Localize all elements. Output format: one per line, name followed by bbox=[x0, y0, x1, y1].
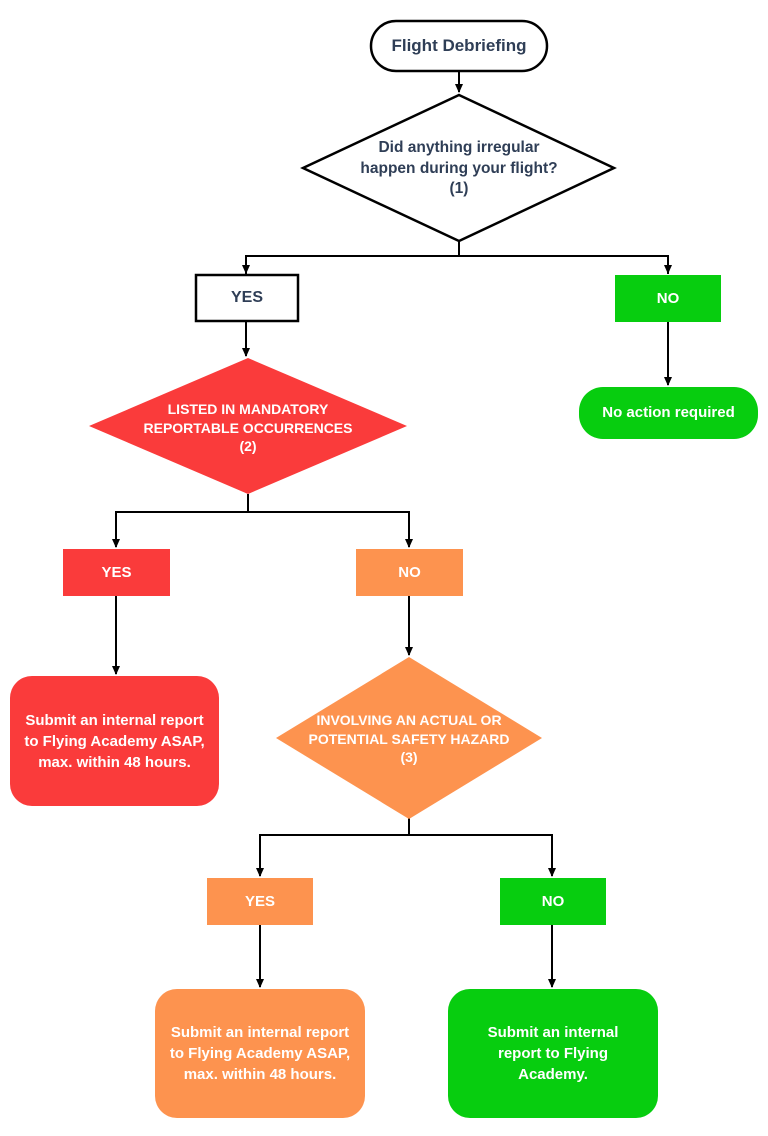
q1-yes-label: YES bbox=[230, 288, 263, 306]
q3-no-label: NO bbox=[541, 892, 565, 910]
q3-yes-shape bbox=[207, 878, 313, 925]
connector-q1-branches bbox=[245, 255, 669, 274]
decision-irregular-shape bbox=[300, 93, 617, 243]
q2-yes-label: YES bbox=[101, 563, 132, 581]
no-action-shape bbox=[579, 387, 758, 439]
connector-q2-branches bbox=[115, 511, 410, 530]
connector-q3-branches bbox=[259, 834, 553, 860]
decision-hazard-shape bbox=[276, 657, 542, 819]
report-orange: Submit an internal report to Flying Acad… bbox=[169, 1024, 351, 1083]
report-green: Submit an internal report to Flying Acad… bbox=[487, 1024, 619, 1083]
decision-mandatory-shape bbox=[89, 358, 407, 494]
q3-no-shape bbox=[500, 878, 606, 925]
report-green-shape bbox=[448, 989, 658, 1118]
q3-yes-label: YES bbox=[244, 892, 275, 910]
q2-no-label: NO bbox=[398, 563, 421, 581]
report-red-shape bbox=[10, 676, 219, 806]
q2-yes-shape bbox=[63, 549, 170, 596]
q1-no-shape bbox=[615, 275, 721, 322]
decision-hazard: INVOLVING AN ACTUAL OR POTENTIAL SAFETY … bbox=[308, 711, 510, 766]
connectors bbox=[112, 71, 672, 988]
report-red: Submit an internal report to Flying Acad… bbox=[24, 711, 205, 771]
start-terminal-shape bbox=[369, 19, 549, 73]
start-terminal: Flight Debriefing bbox=[391, 35, 527, 55]
q1-no-label: NO bbox=[656, 289, 680, 307]
decision-mandatory: LISTED IN MANDATORY REPORTABLE OCCURRENC… bbox=[143, 400, 353, 455]
no-action-required: No action required bbox=[602, 404, 735, 422]
q1-yes-shape bbox=[194, 273, 300, 323]
report-orange-shape bbox=[155, 989, 365, 1118]
q2-no-shape bbox=[356, 549, 463, 596]
decision-irregular: Did anything irregular happen during you… bbox=[360, 138, 558, 198]
